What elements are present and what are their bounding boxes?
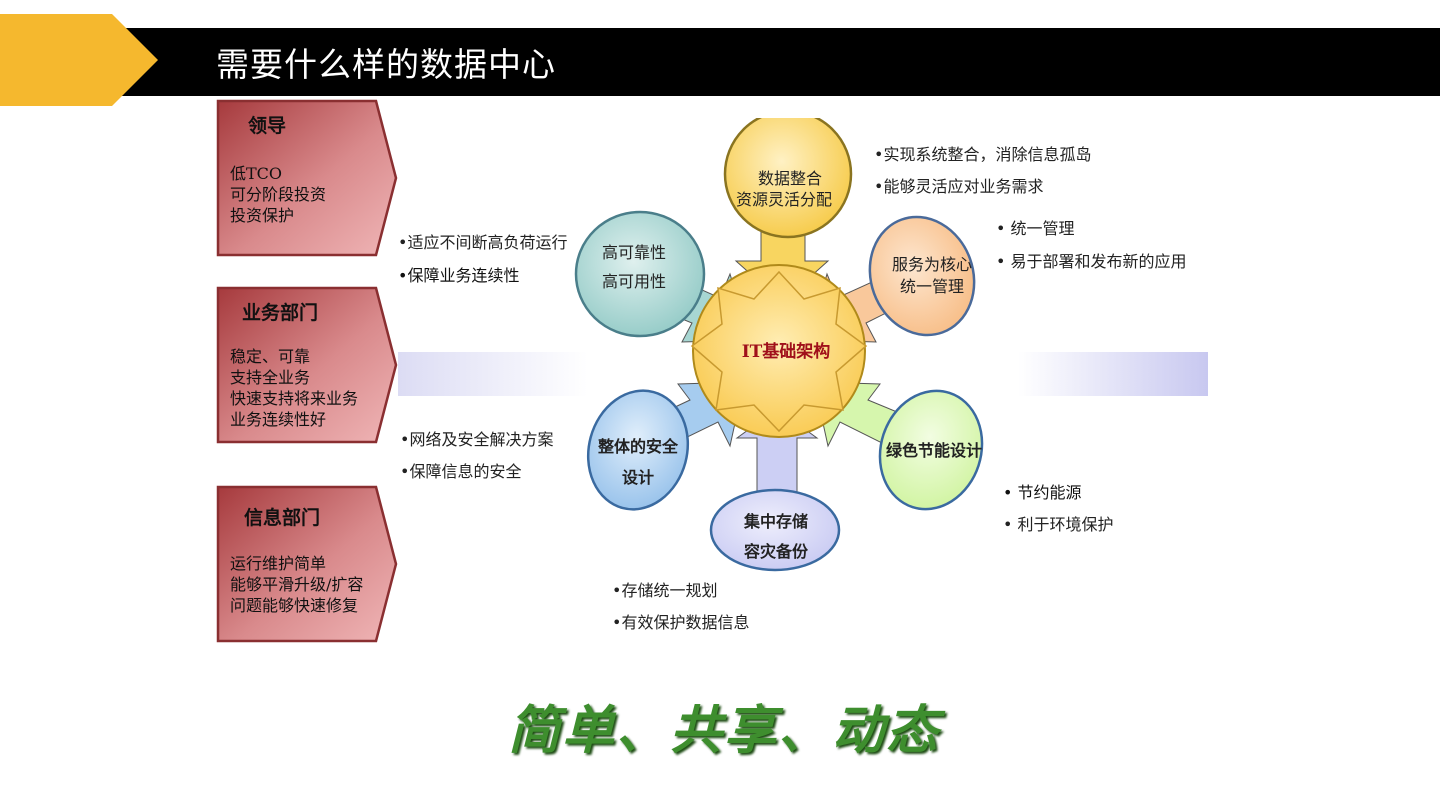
node-reliability-label: 高可用性 <box>602 272 666 291</box>
bullet-data-1: •能够灵活应对业务需求 <box>874 177 1044 196</box>
center-star <box>690 270 868 433</box>
node-storage-label: 容灾备份 <box>743 542 809 561</box>
role-line: 运行维护简单 <box>230 554 327 573</box>
band-right <box>1018 352 1208 396</box>
bullet-green-1: • 利于环境保护 <box>1003 515 1114 534</box>
role-line: 能够平滑升级/扩容 <box>230 575 364 594</box>
node-green-label: 绿色节能设计 <box>886 441 982 460</box>
bullet-service-1: • 易于部署和发布新的应用 <box>996 252 1187 271</box>
node-data-label: 数据整合 <box>758 169 822 188</box>
bullet-data-0: •实现系统整合，消除信息孤岛 <box>874 145 1092 164</box>
node-data-label: 资源灵活分配 <box>736 190 832 209</box>
gold-arrow-icon <box>0 14 158 106</box>
role-line: 问题能够快速修复 <box>230 596 359 615</box>
role-card-it: 信息部门 运行维护简单 能够平滑升级/扩容 问题能够快速修复 <box>216 485 398 643</box>
bullet-reliability-0: •适应不间断高负荷运行 <box>398 233 568 252</box>
role-title: 业务部门 <box>242 302 319 324</box>
bullet-security-0: •网络及安全解决方案 <box>400 430 554 449</box>
node-data <box>723 118 853 239</box>
bullet-service-0: • 统一管理 <box>996 219 1075 238</box>
node-storage <box>709 488 841 572</box>
role-lines: 运行维护简单 能够平滑升级/扩容 问题能够快速修复 <box>230 553 363 616</box>
role-line: 投资保护 <box>230 206 295 225</box>
band-left <box>398 352 588 396</box>
node-service-label: 服务为核心 <box>892 255 972 274</box>
role-line: 低TCO <box>230 164 283 183</box>
node-security-label: 整体的安全 <box>597 437 679 456</box>
role-title: 信息部门 <box>244 507 321 529</box>
role-line: 支持全业务 <box>230 368 311 387</box>
role-title: 领导 <box>248 115 287 137</box>
role-line: 业务连续性好 <box>230 410 327 429</box>
slogan: 简单、共享、动态 <box>508 700 941 761</box>
node-green <box>878 389 984 511</box>
center-label: IT基础架构 <box>742 341 831 362</box>
role-lines: 低TCO 可分阶段投资 投资保护 <box>230 163 326 226</box>
node-security-label: 设计 <box>622 468 654 487</box>
role-line: 快速支持将来业务 <box>230 389 359 408</box>
node-reliability <box>574 210 706 338</box>
node-service <box>868 215 976 337</box>
node-security <box>586 389 690 511</box>
node-reliability-label: 高可靠性 <box>602 243 666 262</box>
title-bar <box>0 28 1440 96</box>
bullet-storage-0: •存储统一规划 <box>612 581 718 600</box>
bullet-storage-1: •有效保护数据信息 <box>612 613 750 632</box>
role-line: 稳定、可靠 <box>230 347 311 366</box>
role-card-business: 业务部门 稳定、可靠 支持全业务 快速支持将来业务 业务连续性好 <box>216 286 398 444</box>
role-line: 可分阶段投资 <box>230 185 327 204</box>
node-storage-label: 集中存储 <box>743 512 808 531</box>
role-card-leader: 领导 低TCO 可分阶段投资 投资保护 <box>216 99 398 257</box>
bullet-reliability-1: •保障业务连续性 <box>398 266 520 285</box>
bullet-green-0: • 节约能源 <box>1003 483 1082 502</box>
it-architecture-diagram: IT基础架构 数据整合 资源灵活分配 高可靠性 高可用性 服务为核心 统一管理 … <box>574 118 984 572</box>
node-service-label: 统一管理 <box>900 277 964 296</box>
page-title: 需要什么样的数据中心 <box>216 45 556 84</box>
role-lines: 稳定、可靠 支持全业务 快速支持将来业务 业务连续性好 <box>230 346 358 430</box>
bullet-security-1: •保障信息的安全 <box>400 462 522 481</box>
